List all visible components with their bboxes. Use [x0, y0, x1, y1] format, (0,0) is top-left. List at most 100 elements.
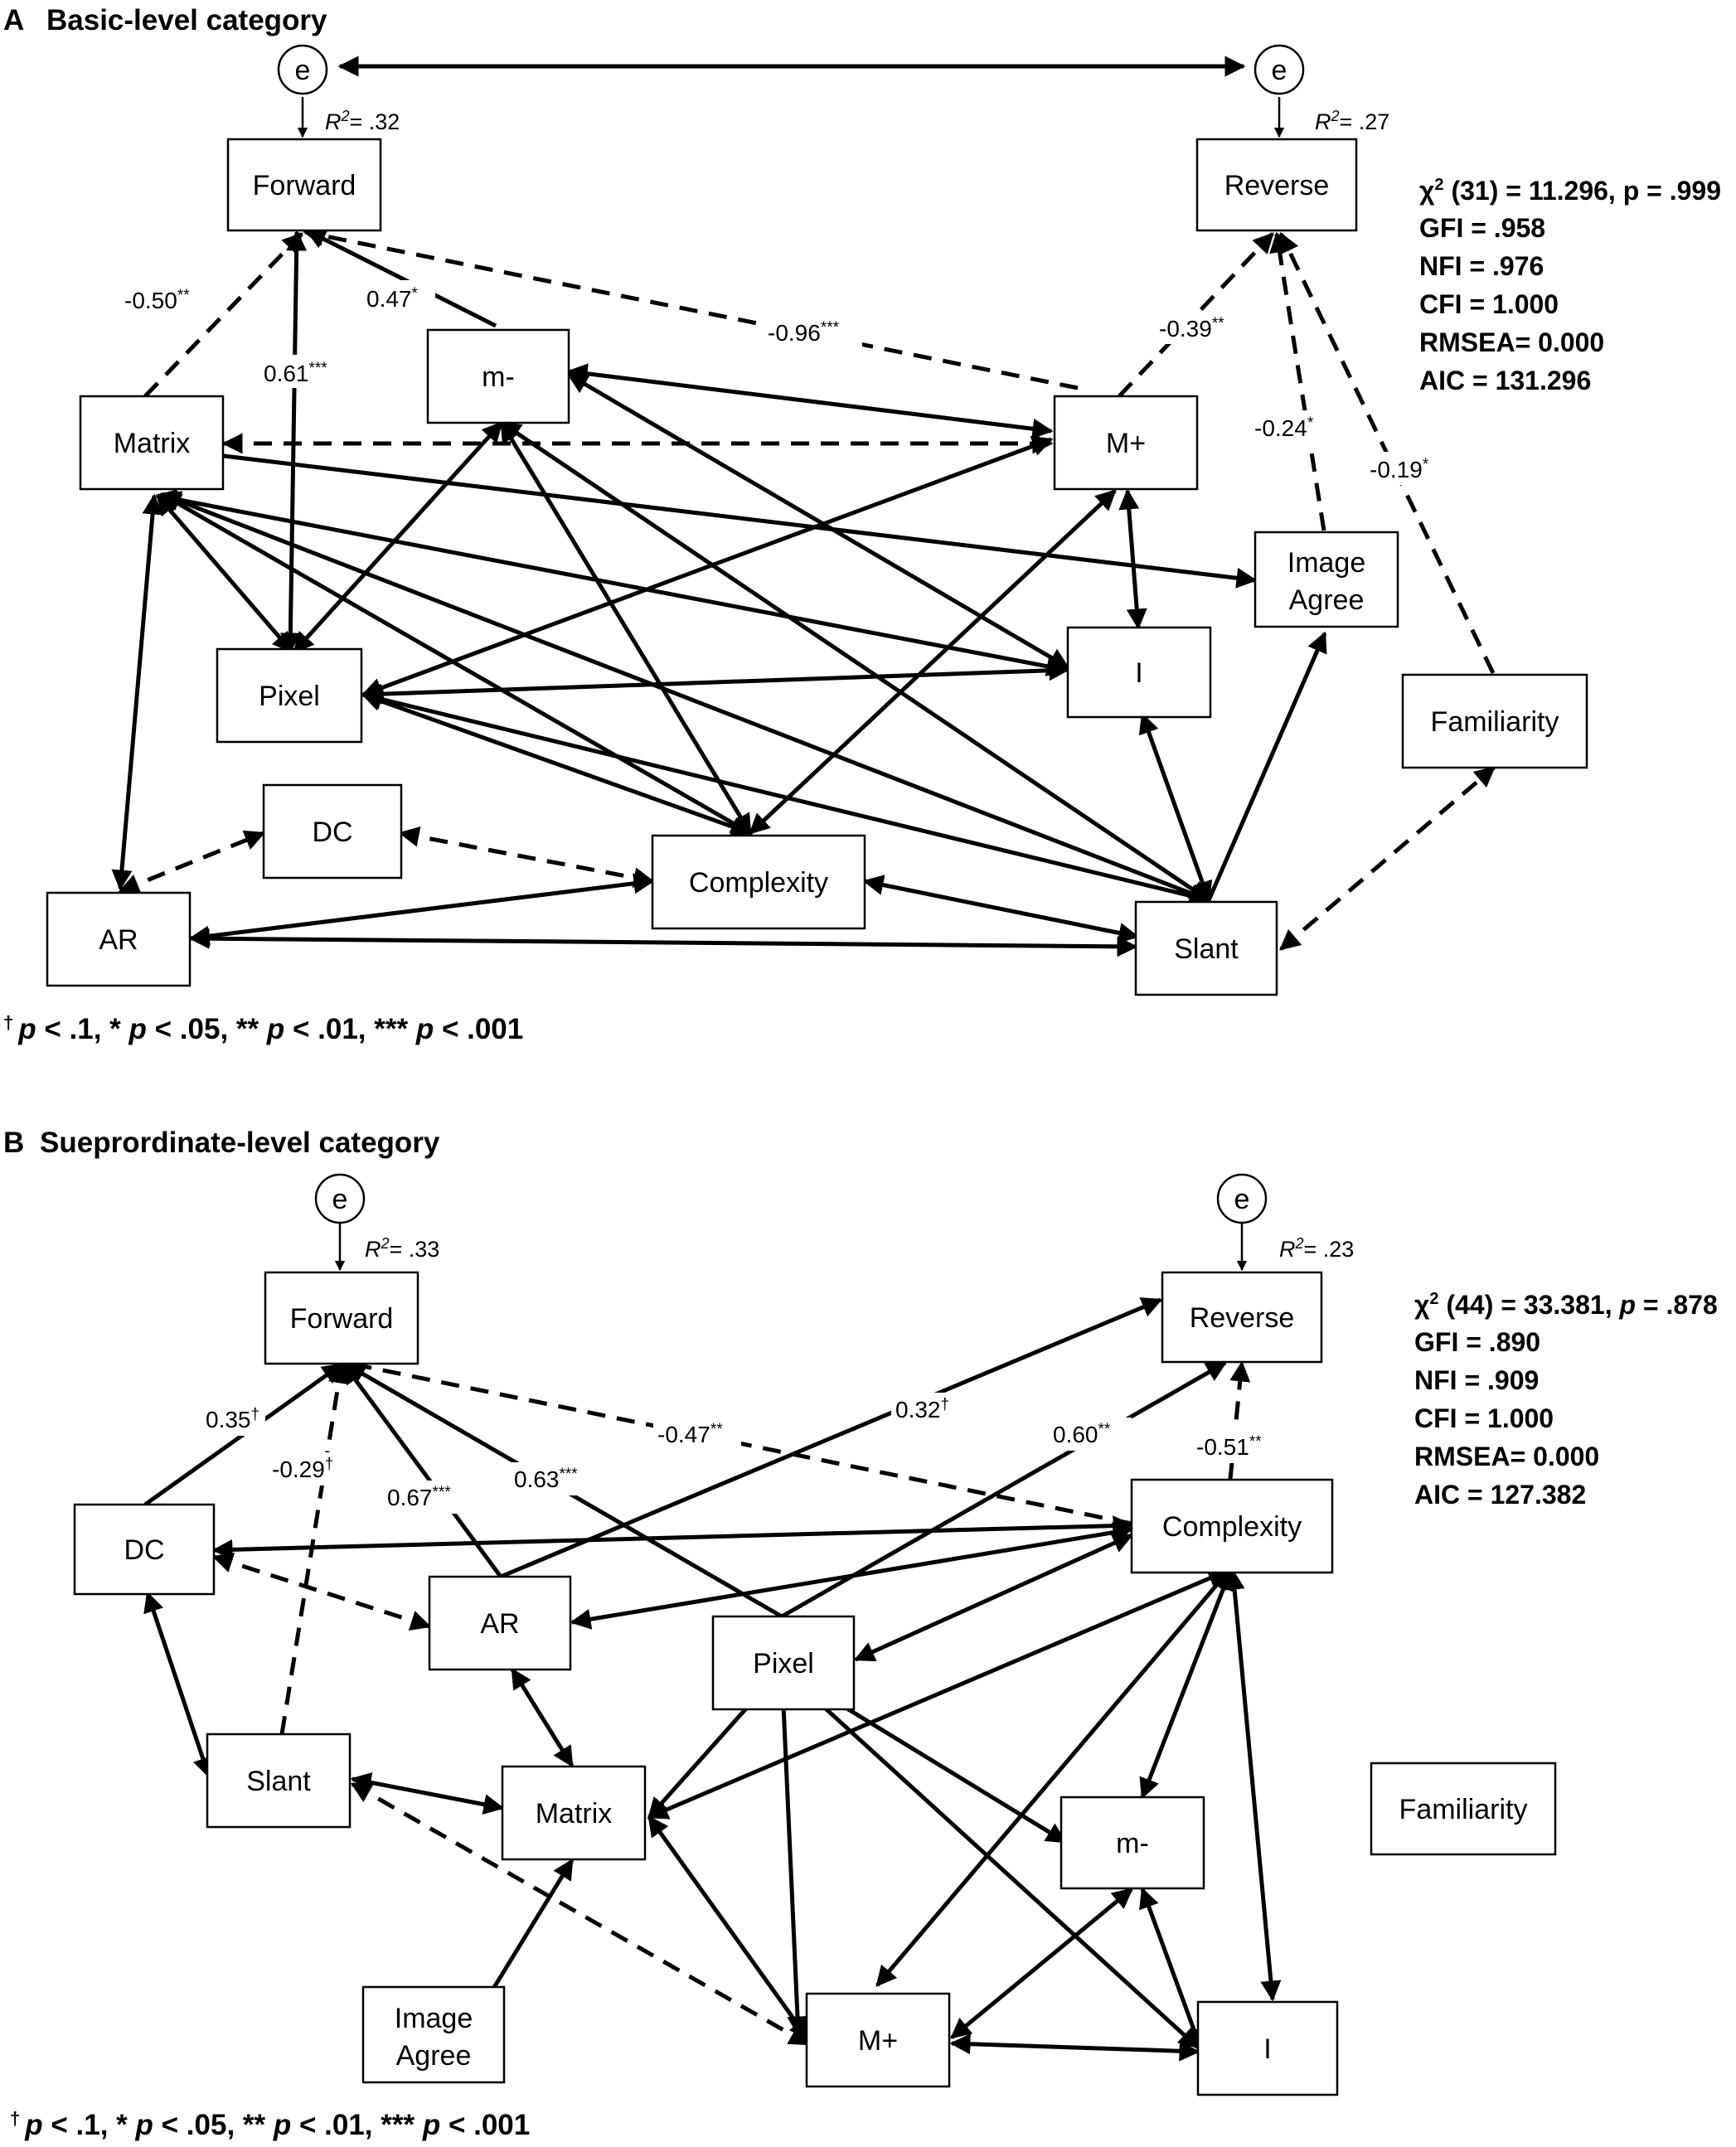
svg-text:Pixel: Pixel: [753, 1648, 814, 1679]
panel-b-letter: B: [3, 1127, 24, 1159]
node-error-forward: e: [314, 1173, 366, 1224]
edge-label-bg: [1192, 1430, 1278, 1463]
coef-matrix-forward: -0.50**: [124, 287, 190, 313]
edge-label-bg: [510, 1462, 601, 1495]
fit-cfi-b: CFI = 1.000: [1414, 1403, 1554, 1433]
coef-pixel-reverse: 0.60**: [1053, 1421, 1111, 1447]
svg-text:Familiarity: Familiarity: [1399, 1794, 1528, 1825]
svg-text:I: I: [1263, 2033, 1271, 2065]
edge-mplus-mminus: [950, 1888, 1133, 2039]
edge-mplus-reverse: [1118, 232, 1274, 398]
edge-dc-complexity: [211, 1515, 1134, 1560]
node-mplus: M+: [1053, 395, 1199, 491]
panel-b-title: Sueprordinate-level category: [40, 1127, 440, 1159]
edge-mminus-pixel: [293, 421, 503, 653]
svg-text:m-: m-: [482, 361, 515, 393]
svg-text:Pixel: Pixel: [259, 681, 320, 712]
coef-dc-forward: 0.35†: [206, 1406, 259, 1432]
edge-ar-slant: [188, 928, 1138, 957]
edge-dc-ar: [211, 1553, 432, 1631]
fit-gfi-a: GFI = .958: [1419, 213, 1545, 243]
svg-text:AR: AR: [99, 924, 138, 956]
fit-stats-a: χ2 (31) = 11.296, p = .999 GFI = .958 NF…: [1419, 176, 1721, 395]
svg-text:Forward: Forward: [290, 1303, 394, 1335]
edge-pixel-mplus: [361, 436, 1054, 698]
coef-slant-forward: -0.29†: [272, 1456, 333, 1482]
edge-matrix-ar: [111, 493, 163, 891]
svg-text:e: e: [332, 1184, 348, 1215]
edge-ar-matrix: [510, 1667, 575, 1768]
node-slant: Slant: [1134, 900, 1278, 996]
coef-imageagree-reverse: -0.24*: [1254, 414, 1314, 441]
edge-pixel-slant: [361, 689, 1211, 906]
edge-label-bg: [116, 282, 207, 313]
node-i: I: [1066, 626, 1212, 719]
edge-label-bg: [259, 355, 348, 388]
node-reverse: Reverse: [1161, 1271, 1323, 1364]
svg-text:Image: Image: [395, 2003, 473, 2034]
svg-text:DC: DC: [312, 817, 352, 848]
svg-text:Complexity: Complexity: [689, 867, 828, 899]
node-error-reverse: e: [1216, 1173, 1268, 1224]
r2-forward: R2= .33: [365, 1235, 439, 1262]
node-complexity: Complexity: [1130, 1478, 1334, 1574]
edge-imageagree-reverse: [1269, 231, 1326, 531]
coef-familiarity-reverse: -0.19*: [1370, 456, 1429, 482]
node-error-forward: e: [277, 44, 328, 95]
edge-ar-dc: [118, 830, 266, 894]
significance-legend-b: †p < .1, * p < .05, ** p < .01, *** p < …: [10, 2108, 530, 2141]
svg-text:e: e: [1272, 55, 1287, 86]
edge-label-bg: [361, 280, 435, 312]
svg-text:e: e: [295, 55, 311, 86]
panel-b-edges: [143, 1224, 1282, 2072]
node-dc: DC: [262, 783, 403, 880]
node-familiarity: Familiarity: [1401, 673, 1588, 769]
svg-text:Matrix: Matrix: [536, 1798, 613, 1830]
edge-matrix-i: [155, 488, 1068, 677]
coef-pixel-forward: 0.63***: [514, 1466, 578, 1492]
node-matrix: Matrix: [79, 395, 225, 491]
edge-label-bg: [653, 1418, 741, 1451]
svg-text:Slant: Slant: [246, 1766, 311, 1797]
coef-mminus-forward: 0.47*: [366, 285, 419, 312]
edge-complexity-slant: [862, 875, 1140, 943]
node-reverse: Reverse: [1195, 138, 1358, 232]
edge-pixel-complexity: [361, 691, 753, 837]
edge-mplus-i: [949, 2033, 1200, 2062]
edge-mminus-forward: [304, 228, 497, 328]
node-mplus: M+: [805, 1992, 951, 2088]
node-i: I: [1196, 2000, 1339, 2096]
svg-text:I: I: [1135, 657, 1142, 689]
svg-text:M+: M+: [858, 2025, 898, 2057]
edge-mplus-complexity: [875, 1569, 1230, 1987]
fit-chi-b: χ2 (44) = 33.381, p = .878: [1414, 1290, 1718, 1320]
svg-text:Agree: Agree: [1289, 584, 1365, 616]
coef-mplus-reverse: -0.39**: [1159, 315, 1224, 342]
svg-text:Matrix: Matrix: [114, 428, 191, 459]
node-mminus: m-: [426, 328, 570, 424]
coef-complexity-forward: -0.47**: [657, 1421, 723, 1447]
node-pixel: Pixel: [711, 1615, 856, 1711]
edge-label-bg: [1250, 410, 1326, 443]
edge-label-bg: [1366, 452, 1441, 485]
node-dc: DC: [73, 1503, 216, 1596]
edge-label-bg: [1155, 311, 1243, 344]
fit-nfi-a: NFI = .976: [1419, 251, 1544, 281]
edge-complexity-reverse: [1228, 1360, 1251, 1480]
svg-text:Image: Image: [1287, 547, 1366, 579]
coef-complexity-reverse: -0.51**: [1196, 1433, 1262, 1460]
edge-slant-matrix: [350, 1771, 505, 1815]
svg-text:e: e: [1234, 1184, 1250, 1215]
coef-ar-forward: 0.67***: [387, 1484, 451, 1510]
edge-mplus-forward: [303, 225, 1079, 390]
svg-text:Agree: Agree: [396, 2040, 472, 2072]
svg-text:AR: AR: [480, 1608, 519, 1640]
edge-matrix-mplus: [647, 1815, 811, 2042]
edge-i-slant: [1138, 712, 1213, 903]
fit-chi-a: χ2 (31) = 11.296, p = .999: [1419, 176, 1721, 206]
fit-nfi-b: NFI = .909: [1414, 1365, 1539, 1395]
node-slant: Slant: [206, 1733, 352, 1829]
